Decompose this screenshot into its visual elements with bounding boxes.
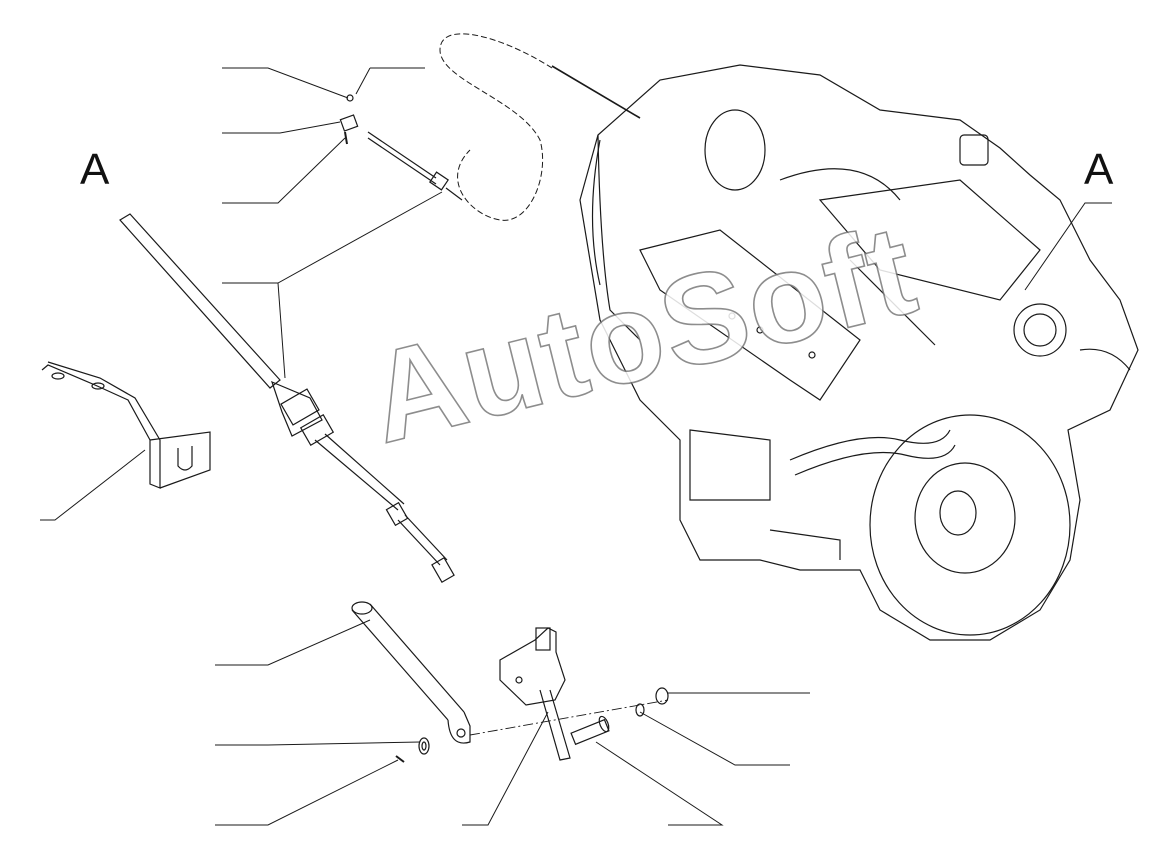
axis-line (469, 699, 669, 736)
turbo-housing (704, 109, 766, 191)
leader-line (355, 67, 371, 95)
flywheel-housing (869, 414, 1071, 636)
leader-line (222, 67, 349, 99)
leader-line (595, 741, 724, 826)
cable-route-dashed (439, 33, 553, 221)
hose-corrugated (794, 444, 956, 476)
ferrule (385, 501, 409, 527)
pedal-bracket (499, 627, 571, 761)
fan-rim (591, 139, 601, 286)
thread-fitting (271, 380, 323, 437)
throttle-linkage (849, 259, 936, 346)
leader-line (215, 619, 371, 666)
cable-tube (397, 519, 441, 566)
cable-core (445, 187, 463, 201)
nut (280, 388, 320, 426)
lever-rod (351, 601, 471, 744)
hose-corrugated (1079, 348, 1131, 371)
leader-lines (40, 67, 1112, 826)
pipe (769, 529, 841, 560)
valve-cover (639, 229, 861, 401)
leader-line (1024, 202, 1112, 291)
fan-shroud (597, 134, 641, 341)
flywheel (914, 462, 1016, 574)
end-fitting (431, 557, 455, 583)
turbo-inlet (1013, 303, 1067, 357)
nut (299, 414, 335, 446)
flywheel-hub (939, 490, 977, 536)
cable-sheath (367, 131, 437, 179)
cable-top-assembly (339, 94, 463, 201)
filter-cap (959, 134, 989, 166)
engine-block (579, 64, 1139, 641)
cable-tube (404, 514, 448, 561)
leader-line (462, 711, 549, 826)
pin (344, 131, 348, 145)
hose-corrugated (789, 429, 951, 461)
engine-outline (579, 64, 1139, 641)
intake-pipe (779, 168, 901, 201)
cable-sleeve (119, 213, 281, 389)
cable-fitting (429, 171, 449, 191)
view-label-a-right: A (1084, 145, 1114, 194)
clevis (339, 114, 359, 132)
leader-line (215, 759, 399, 826)
valve-cover (818, 179, 1041, 301)
leader-line (639, 711, 790, 766)
starter (689, 429, 771, 501)
throttle-cable (119, 213, 455, 583)
turbo-inlet-inner (1023, 313, 1057, 347)
view-label-a-left: A (80, 145, 110, 194)
bracket-left (41, 361, 211, 489)
leader-line (222, 137, 346, 204)
shaft-right (570, 687, 669, 746)
cable-sheath (367, 137, 437, 185)
leader-line (40, 449, 146, 521)
split-pin (346, 94, 354, 102)
leader-line (277, 282, 286, 379)
cable-tube (324, 433, 405, 505)
cable-tube (314, 439, 399, 511)
washer-pin-left (395, 737, 430, 763)
leader-line (222, 121, 341, 134)
leader-line (215, 741, 421, 746)
leader-line (222, 191, 443, 284)
cable-end (551, 65, 641, 119)
